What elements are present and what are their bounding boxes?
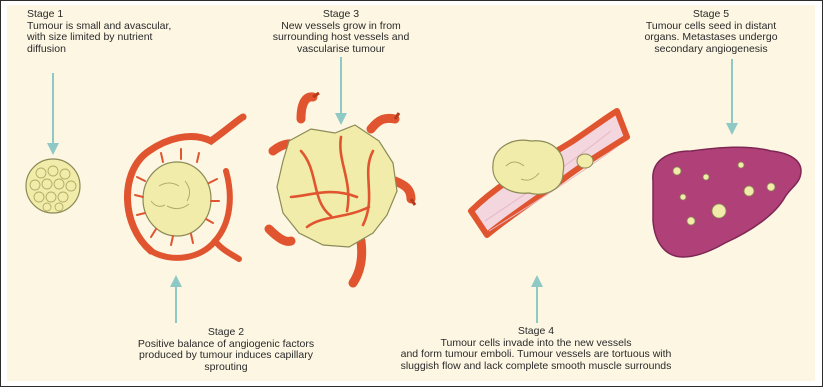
stage-1-label: Stage 1 Tumour is small and avascular, w… bbox=[27, 9, 227, 55]
stage-5-title: Stage 5 bbox=[621, 9, 801, 21]
stage-5-line-2: organs. Metastases undergo bbox=[621, 32, 801, 44]
stage-2-title: Stage 2 bbox=[121, 327, 331, 339]
stage-3-label: Stage 3 New vessels grow in from surroun… bbox=[256, 9, 426, 55]
stage-4-vessel-invasion bbox=[471, 111, 627, 235]
stage-1-avascular-tumour bbox=[26, 159, 80, 213]
stage-2-line-2: produced by tumour induces capillary spr… bbox=[121, 350, 331, 373]
stage-5-label: Stage 5 Tumour cells seed in distant org… bbox=[621, 9, 801, 55]
stage-2-label: Stage 2 Positive balance of angiogenic f… bbox=[121, 327, 331, 373]
stage-4-line-2: and form tumour emboli. Tumour vessels a… bbox=[381, 349, 691, 361]
stage-4-label: Stage 4 Tumour cells invade into the new… bbox=[381, 326, 691, 372]
stage-5-line-3: secondary angiogenesis bbox=[621, 44, 801, 56]
stage-3-line-3: vascularise tumour bbox=[256, 44, 426, 56]
stage-3-vascularised-tumour bbox=[269, 93, 415, 283]
stage-3-line-2: surrounding host vessels and bbox=[256, 32, 426, 44]
stage-4-line-3: sluggish flow and lack complete smooth m… bbox=[381, 361, 691, 373]
stage-3-title: Stage 3 bbox=[256, 9, 426, 21]
stage-5-liver-metastases bbox=[653, 147, 801, 257]
stage-4-title: Stage 4 bbox=[381, 326, 691, 338]
stage-1-line-2: with size limited by nutrient bbox=[27, 32, 227, 44]
stage-2-capillary-sprouting bbox=[127, 117, 243, 259]
stage-1-title: Stage 1 bbox=[27, 9, 227, 21]
stage-1-line-3: diffusion bbox=[27, 44, 227, 56]
